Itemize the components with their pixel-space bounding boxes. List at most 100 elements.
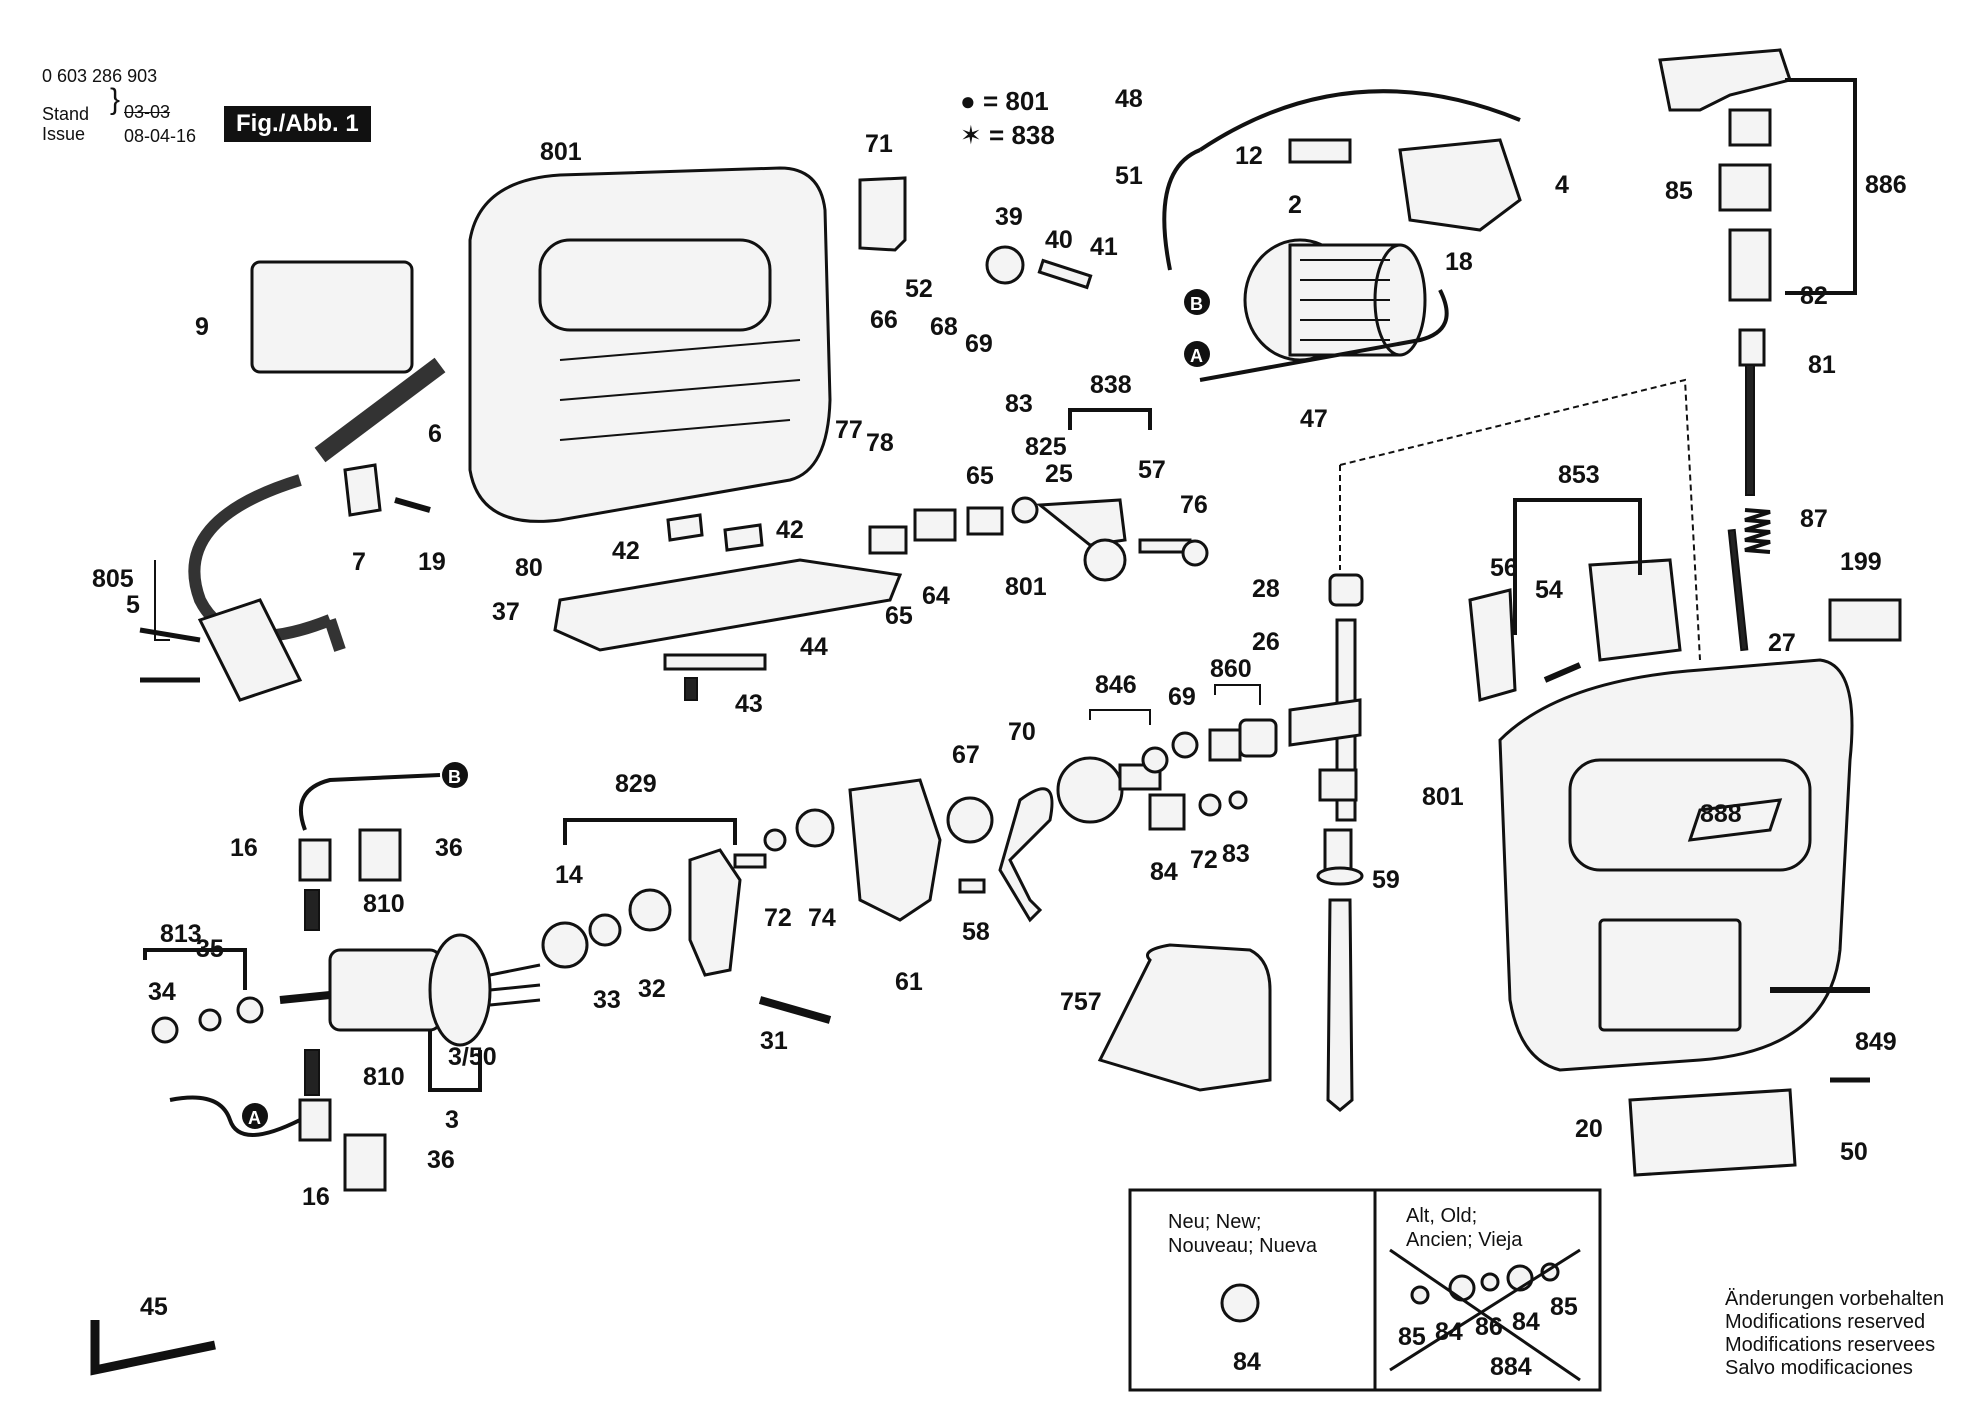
stand-label: Stand <box>42 104 90 124</box>
callout-69-mid: 69 <box>1168 683 1196 711</box>
replacement-old-part: 84 <box>1435 1318 1463 1346</box>
callout-32: 32 <box>638 975 666 1003</box>
callout-36-top: 36 <box>435 834 463 862</box>
callout-3: 3 <box>445 1106 459 1134</box>
callout-33: 33 <box>593 986 621 1014</box>
callout-43: 43 <box>735 690 763 718</box>
callout-5: 5 <box>126 591 140 619</box>
callout-51: 51 <box>1115 162 1143 190</box>
callout-846: 846 <box>1095 671 1137 699</box>
callout-64: 64 <box>922 582 950 610</box>
callout-7: 7 <box>352 548 366 576</box>
callout-40: 40 <box>1045 226 1073 254</box>
label-plate <box>250 260 414 374</box>
roller-bracket <box>1011 496 1209 582</box>
connector-a-top-label: A <box>1190 346 1203 366</box>
document-number: 0 603 286 903 <box>42 66 158 86</box>
bracket-813 <box>143 948 247 990</box>
callout-85: 85 <box>1665 177 1693 205</box>
callout-853: 853 <box>1558 461 1600 489</box>
callout-81: 81 <box>1808 351 1836 379</box>
callout-77: 77 <box>835 416 863 444</box>
hex-key <box>90 1320 216 1376</box>
note-line: Änderungen vorbehalten <box>1725 1288 1945 1310</box>
callout-58: 58 <box>962 918 990 946</box>
cover-plate-71 <box>858 176 907 252</box>
callout-810-top: 810 <box>363 890 405 918</box>
connector-b-top-label: B <box>1190 294 1203 314</box>
callout-805: 805 <box>92 565 134 593</box>
note-line: Modifications reserved <box>1725 1311 1926 1333</box>
callout-810-bottom: 810 <box>363 1063 405 1091</box>
bracket-886 <box>1785 78 1857 295</box>
callout-757: 757 <box>1060 988 1102 1016</box>
washer-67 <box>946 796 994 844</box>
callout-829: 829 <box>615 770 657 798</box>
callout-886: 886 <box>1865 171 1907 199</box>
replacement-new-title-1: Neu; New; <box>1168 1211 1261 1233</box>
replacement-old-part: 84 <box>1512 1308 1540 1336</box>
label-199 <box>1828 598 1902 642</box>
callout-813: 813 <box>160 920 202 948</box>
callout-19: 19 <box>418 548 446 576</box>
lever-70 <box>998 787 1054 923</box>
callout-74: 74 <box>808 904 836 932</box>
bearing-housing <box>541 848 832 1024</box>
legend-dot: ● = 801 <box>960 86 1049 117</box>
callout-67: 67 <box>952 741 980 769</box>
motor-field <box>1243 238 1427 362</box>
callout-849: 849 <box>1855 1028 1897 1056</box>
dust-cover <box>1097 943 1272 1092</box>
callout-36-bottom: 36 <box>427 1146 455 1174</box>
replacement-old-title-1: Alt, Old; <box>1406 1205 1477 1227</box>
callout-47: 47 <box>1300 405 1328 433</box>
callout-39: 39 <box>995 203 1023 231</box>
dot-icon: ● <box>960 86 976 116</box>
callout-6: 6 <box>428 420 442 448</box>
carbon-brushes <box>169 773 441 1192</box>
bracket-838 <box>1068 408 1152 430</box>
callout-78: 78 <box>866 429 894 457</box>
connector-a-bottom: A <box>242 1103 268 1129</box>
replacement-old-group: 884 <box>1490 1353 1532 1381</box>
plunger-rod <box>1288 573 1364 1112</box>
callout-199: 199 <box>1840 548 1882 576</box>
callout-16-top: 16 <box>230 834 258 862</box>
callout-35: 35 <box>196 935 224 963</box>
callout-801-mid: 801 <box>1005 573 1047 601</box>
callout-888: 888 <box>1700 800 1742 828</box>
callout-18: 18 <box>1445 248 1473 276</box>
replacement-old-part: 86 <box>1475 1313 1503 1341</box>
armature <box>151 933 541 1047</box>
callout-42-right: 42 <box>776 516 804 544</box>
callout-54: 54 <box>1535 576 1563 604</box>
housing-half-right <box>1498 658 1870 1072</box>
connector-b-bottom: B <box>442 762 468 788</box>
pin-40 <box>1037 258 1093 290</box>
part-64 <box>913 508 957 542</box>
callout-801-left: 801 <box>540 138 582 166</box>
roller-39 <box>985 245 1025 285</box>
callout-59: 59 <box>1372 866 1400 894</box>
legend-star: ✶ = 838 <box>960 120 1055 151</box>
callout-44: 44 <box>800 633 828 661</box>
power-cord <box>139 357 446 702</box>
callout-12: 12 <box>1235 142 1263 170</box>
washer-72 <box>763 828 787 852</box>
callout-31: 31 <box>760 1027 788 1055</box>
callout-71: 71 <box>865 130 893 158</box>
callout-16-bottom: 16 <box>302 1183 330 1211</box>
callout-4: 4 <box>1555 171 1569 199</box>
callout-57: 57 <box>1138 456 1166 484</box>
callout-9: 9 <box>195 313 209 341</box>
callout-84: 84 <box>1150 858 1178 886</box>
callout-82: 82 <box>1800 282 1828 310</box>
part-65a <box>868 525 908 555</box>
connector-a-bottom-label: A <box>248 1108 261 1128</box>
callout-48: 48 <box>1115 85 1143 113</box>
legend-dot-value: = 801 <box>982 86 1049 116</box>
notes-block: Änderungen vorbehalten Modifications res… <box>1725 1288 1944 1380</box>
connector-a-top: A <box>1184 341 1210 367</box>
gear-assembly <box>1056 718 1278 831</box>
bracket-829 <box>563 818 737 845</box>
